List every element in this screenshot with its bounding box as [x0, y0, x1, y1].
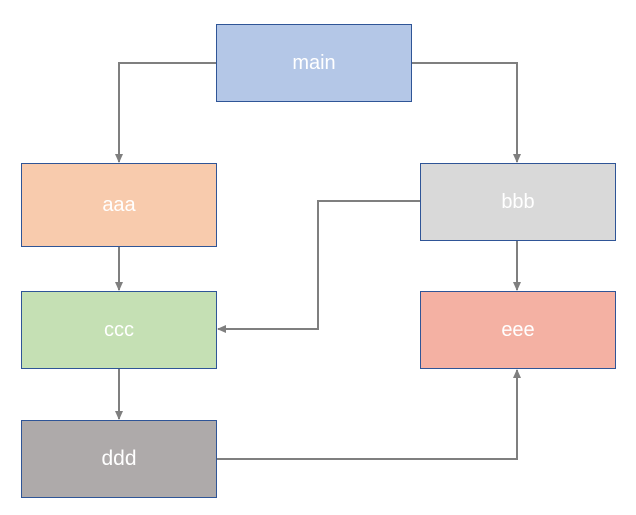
node-ccc-label: ccc: [104, 318, 134, 341]
node-main[interactable]: main: [216, 24, 412, 102]
node-ddd[interactable]: ddd: [21, 420, 217, 498]
edge-main-aaa: [115, 62, 216, 163]
edge-bbb-ccc: [217, 200, 420, 333]
node-eee[interactable]: eee: [420, 291, 616, 369]
node-main-label: main: [292, 51, 336, 74]
edge-main-bbb: [412, 62, 521, 163]
edge-ddd-eee: [217, 369, 521, 460]
node-aaa-label: aaa: [102, 193, 136, 216]
node-bbb[interactable]: bbb: [420, 163, 616, 241]
node-aaa[interactable]: aaa: [21, 163, 217, 247]
node-eee-label: eee: [501, 318, 535, 341]
node-bbb-label: bbb: [501, 190, 535, 213]
node-ddd-label: ddd: [101, 447, 137, 470]
node-ccc[interactable]: ccc: [21, 291, 217, 369]
